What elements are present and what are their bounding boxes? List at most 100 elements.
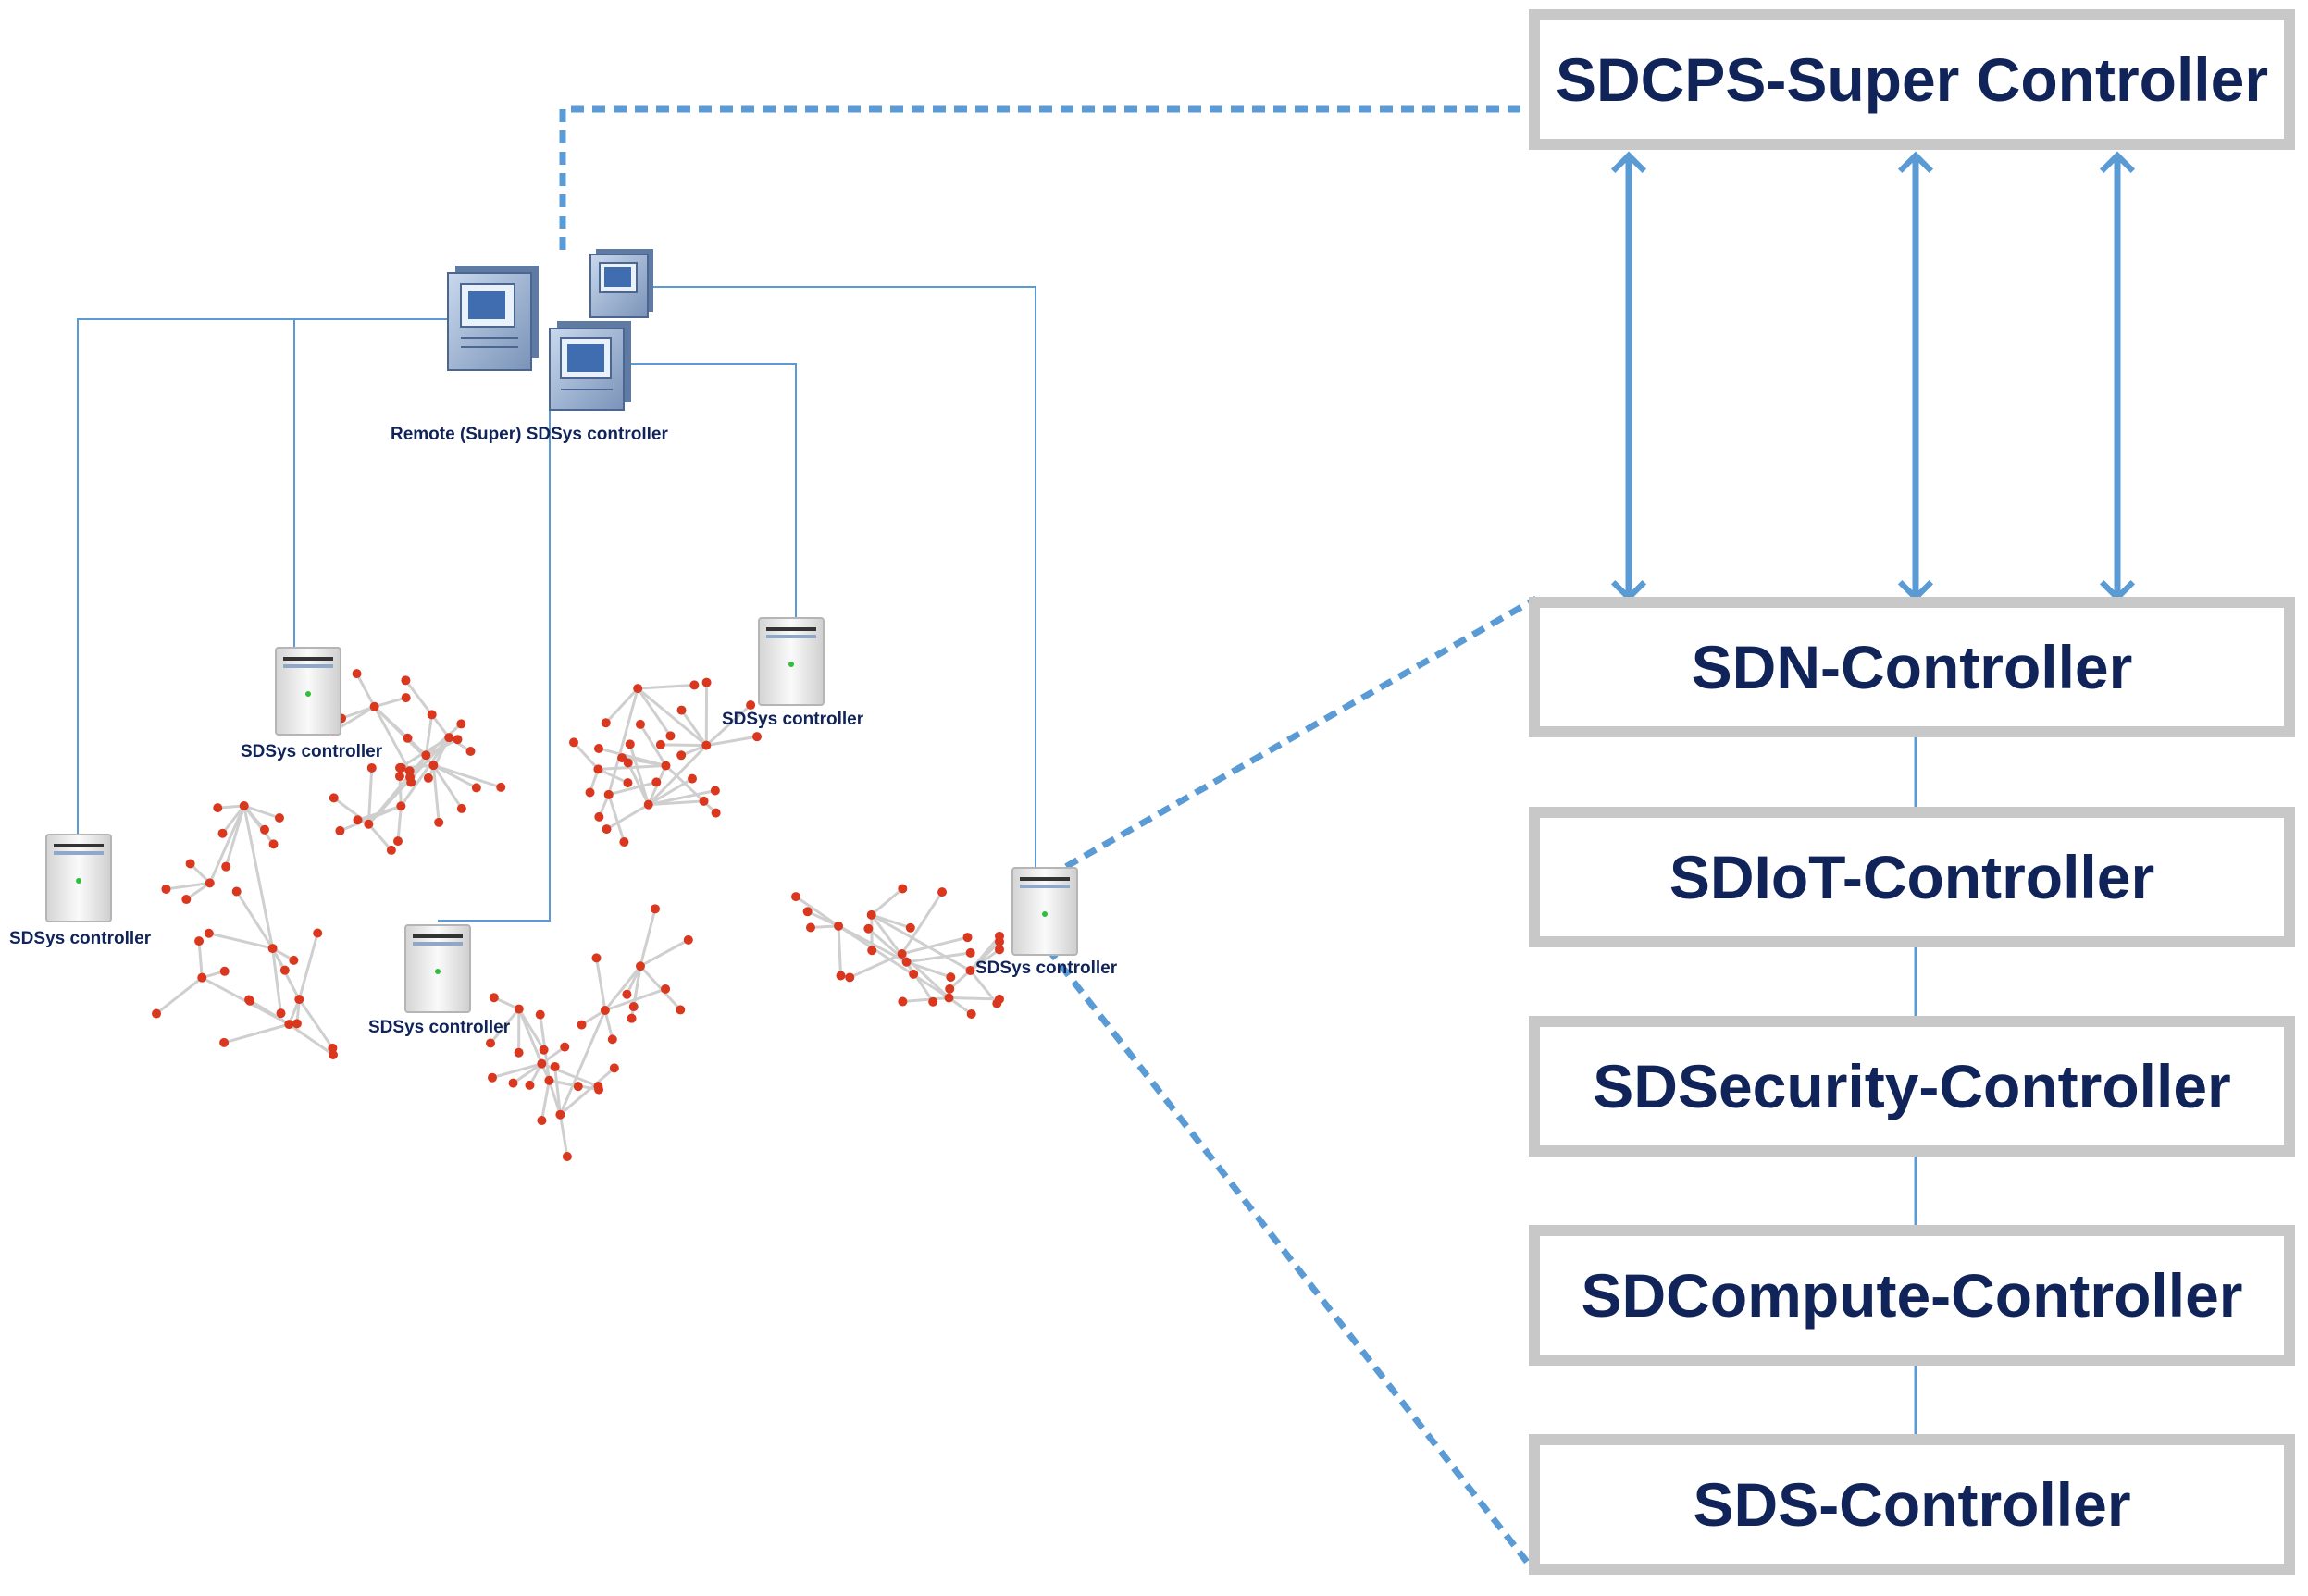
sdsys-controller-c4: SDSys controller [368,924,511,1037]
network-edge [706,735,758,748]
network-node [289,955,299,965]
network-node [395,762,405,773]
network-node [366,762,377,773]
network-node [625,739,635,749]
network-node [593,743,603,753]
network-edge [424,714,434,756]
network-edge [298,998,334,1049]
network-node [194,936,205,946]
network-node [294,995,304,1005]
network-edge [870,913,972,972]
network-edge [626,965,642,996]
network-node [577,1020,587,1030]
network-node [901,957,912,967]
network-node [966,1008,976,1019]
dashed-links [559,105,1538,1565]
network-edge [603,965,642,1011]
network-edge [357,804,402,822]
network-node [276,1008,286,1019]
network-node [897,948,907,959]
network-edge [491,1062,542,1080]
network-edge [517,1008,543,1065]
network-node [635,719,645,729]
iot-network-cluster [152,801,338,1059]
network-node [486,1038,495,1048]
network-edge [208,932,273,950]
link-to-c5 [648,286,1036,870]
network-node [489,993,499,1003]
network-edge [849,952,903,979]
network-edge [243,804,280,820]
remote-controller: Remote (Super) SDSys controller [391,249,668,444]
network-node [945,984,955,994]
network-node [962,933,973,943]
network-node [863,923,874,934]
network-edge [660,743,707,748]
network-node [995,994,1004,1004]
network-node [676,705,687,715]
network-node [617,753,627,763]
network-node [401,675,411,686]
network-node [965,966,975,976]
network-node [661,984,671,994]
sdsecurity-controller-label: SDSecurity-Controller [1593,1052,2231,1120]
network-node [600,1005,610,1015]
iot-network-cluster [486,904,693,1161]
network-node [585,787,595,798]
network-edge [185,882,211,901]
network-edge [598,764,666,771]
network-node [573,1082,583,1092]
network-node [386,845,396,855]
network-edge [366,767,374,824]
network-node [655,739,665,749]
network-node [937,887,948,897]
network-edge [639,938,689,968]
network-edge [608,780,657,797]
network-node [152,1008,162,1019]
network-node [239,801,249,811]
network-node [623,778,633,788]
sdsys-controller-label: SDSys controller [975,959,1118,978]
sds-controller-label: SDS-Controller [1693,1470,2131,1539]
network-node [866,909,876,920]
network-node [219,1037,230,1047]
network-edge [901,935,968,956]
network-node [401,693,411,703]
network-node [396,801,406,811]
network-node [329,1050,338,1059]
network-edge [647,777,693,806]
network-node [562,1152,572,1161]
network-node [217,828,228,838]
network-node [465,746,476,756]
sdn-controller-label: SDN-Controller [1691,633,2133,701]
network-node [746,700,756,711]
network-edge [425,737,459,757]
network-node [181,895,192,905]
network-node [909,969,919,979]
network-node [619,837,629,847]
network-node [313,928,323,938]
network-edge [648,799,704,807]
network-node [329,793,339,803]
network-edge [648,789,716,807]
network-edge [398,775,403,807]
network-node [231,886,242,897]
network-edge [271,947,283,1014]
sdn-controller-box: SDN-Controller [1529,597,2295,737]
super-controller-label: SDCPS-Super Controller [1555,45,2269,114]
network-edge [636,687,672,737]
network-edge [355,673,376,708]
network-node [593,764,603,774]
network-node [550,1061,560,1071]
network-node [364,819,374,829]
network-node [965,947,975,958]
network-node [537,1116,547,1126]
network-node [213,803,223,813]
network-node [623,758,633,768]
network-node [428,761,439,771]
network-edge [906,960,951,979]
network-node [535,1009,545,1020]
network-edge [235,890,274,949]
network-node [834,921,844,931]
network-node [661,761,671,771]
